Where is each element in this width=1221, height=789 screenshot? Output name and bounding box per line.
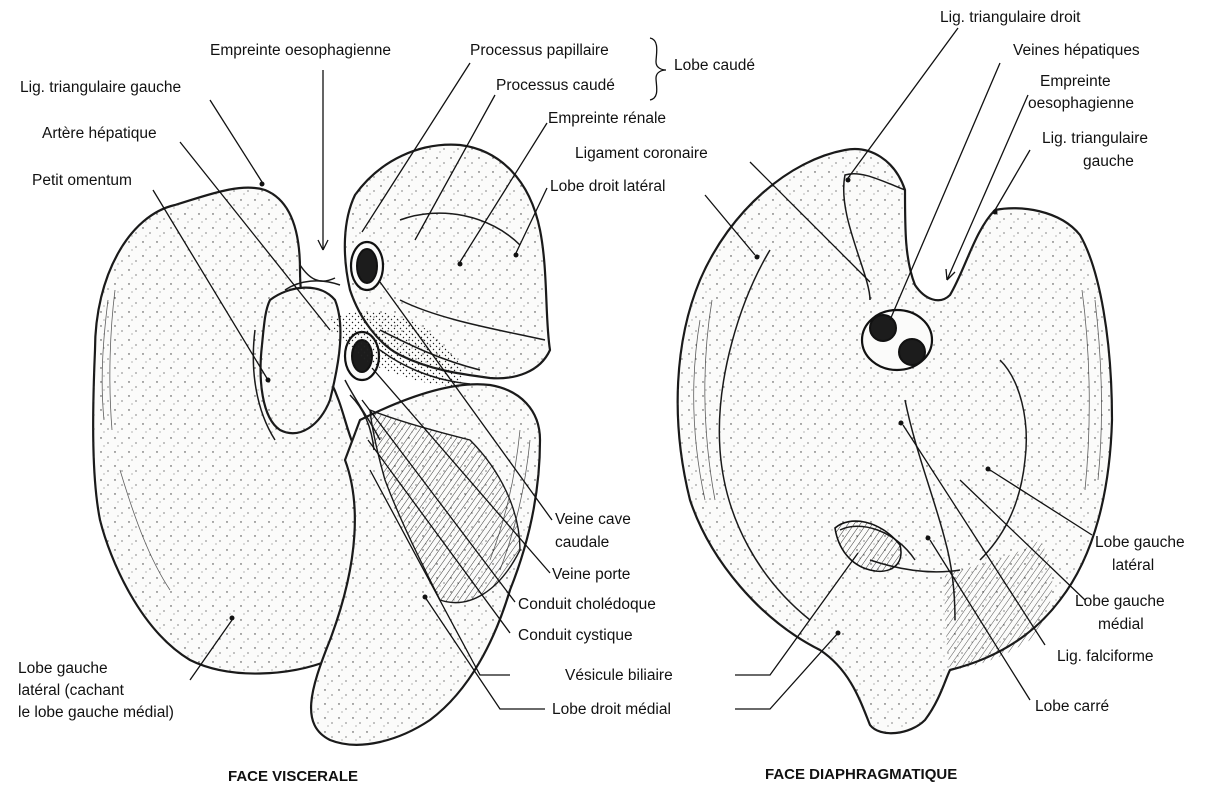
label-lig-triangulaire-gauche-left: Lig. triangulaire gauche: [20, 79, 181, 96]
label-veines-hepatiques: Veines hépatiques: [1013, 42, 1140, 59]
label-lig-triangulaire-right: Lig. triangulaire: [1042, 130, 1148, 147]
label-lobe-gauche-lateral-2: latéral: [1112, 557, 1154, 574]
label-petit-omentum: Petit omentum: [32, 172, 132, 189]
caudate-brace: [650, 38, 666, 100]
label-lobe-gauche-left-3: le lobe gauche médial): [18, 704, 174, 721]
caption-face-diaphragmatique: FACE DIAPHRAGMATIQUE: [765, 766, 957, 783]
label-lobe-gauche-left-1: Lobe gauche: [18, 660, 108, 677]
label-empreinte-renale: Empreinte rénale: [548, 110, 666, 127]
label-vesicule-biliaire: Vésicule biliaire: [565, 667, 673, 684]
label-lobe-gauche-medial-1: Lobe gauche: [1075, 593, 1165, 610]
label-lobe-carre: Lobe carré: [1035, 698, 1109, 715]
label-veine-cave: Veine cave: [555, 511, 631, 528]
label-conduit-choledoque: Conduit cholédoque: [518, 596, 656, 613]
label-oesophagienne-right: oesophagienne: [1028, 95, 1134, 112]
label-lobe-droit-medial: Lobe droit médial: [552, 701, 671, 718]
label-lobe-gauche-lateral-1: Lobe gauche: [1095, 534, 1185, 551]
label-empreinte-oesophagienne-left: Empreinte oesophagienne: [210, 42, 391, 59]
label-processus-caude: Processus caudé: [496, 77, 615, 94]
label-artere-hepatique: Artère hépatique: [42, 125, 157, 142]
label-lobe-gauche-left-2: latéral (cachant: [18, 682, 125, 699]
label-veine-porte: Veine porte: [552, 566, 630, 583]
label-empreinte-right: Empreinte: [1040, 73, 1111, 90]
label-lig-triangulaire-droit: Lig. triangulaire droit: [940, 9, 1081, 26]
label-processus-papillaire: Processus papillaire: [470, 42, 609, 59]
label-conduit-cystique: Conduit cystique: [518, 627, 633, 644]
label-lobe-caude: Lobe caudé: [674, 57, 755, 74]
caption-face-viscerale: FACE VISCERALE: [228, 768, 358, 785]
label-lig-falciforme: Lig. falciforme: [1057, 648, 1153, 665]
label-lobe-droit-lateral: Lobe droit latéral: [550, 178, 665, 195]
label-ligament-coronaire: Ligament coronaire: [575, 145, 708, 162]
label-lobe-gauche-medial-2: médial: [1098, 616, 1144, 633]
label-gauche-right: gauche: [1083, 153, 1134, 170]
label-caudale: caudale: [555, 534, 609, 551]
